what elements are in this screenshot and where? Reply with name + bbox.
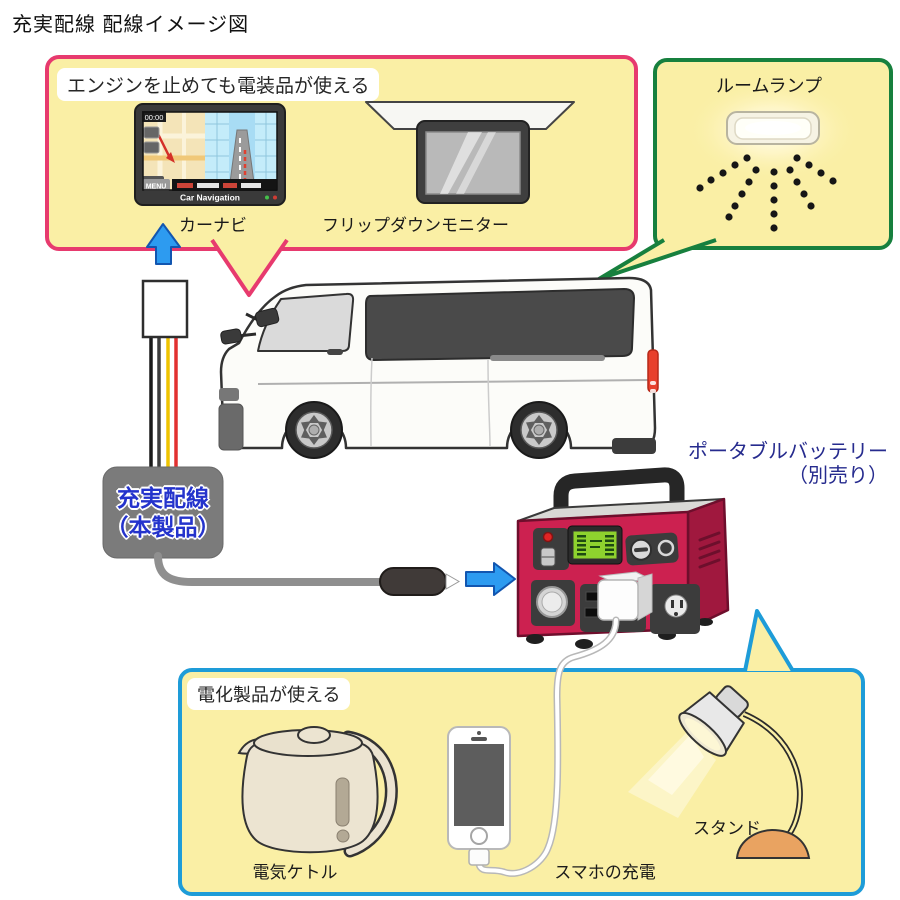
connector-box bbox=[141, 279, 189, 339]
engine-off-caption: エンジンを止めても電装品が使える bbox=[57, 68, 380, 101]
ac-adapter-icon bbox=[597, 571, 653, 621]
battery-lcd bbox=[572, 530, 618, 560]
product-label-line2: （本製品） bbox=[105, 513, 221, 540]
page-title: 充実配線 配線イメージ図 bbox=[12, 14, 250, 36]
front-wheel-icon bbox=[285, 401, 343, 459]
stand-label: スタンド bbox=[693, 819, 761, 838]
side-mirror-icon bbox=[220, 307, 280, 345]
room-lamp-caption: ルームランプ bbox=[715, 76, 823, 96]
battery-label-line2: （別売り） bbox=[788, 465, 888, 487]
product-label-line1: 充実配線 bbox=[117, 484, 209, 511]
battery-label: ポータブルバッテリー （別売り） bbox=[600, 440, 888, 488]
right-arrow-icon bbox=[465, 562, 516, 596]
car-nav-label: カーナビ bbox=[179, 216, 247, 235]
power-cable bbox=[154, 552, 388, 586]
monitor-label: フリップダウンモニター bbox=[322, 216, 509, 235]
van-icon bbox=[218, 276, 659, 459]
rear-wheel-icon bbox=[510, 401, 568, 459]
product-label: 充実配線 （本製品） bbox=[103, 467, 223, 558]
battery-label-line1: ポータブルバッテリー bbox=[688, 441, 888, 463]
kettle-label: 電気ケトル bbox=[252, 863, 338, 882]
phone-charge-label: スマホの充電 bbox=[554, 863, 656, 882]
cigarette-plug-icon bbox=[379, 567, 447, 596]
portable-battery-icon bbox=[516, 467, 730, 649]
appliances-caption: 電化製品が使える bbox=[187, 678, 351, 710]
appliances-box-tail bbox=[743, 609, 795, 673]
